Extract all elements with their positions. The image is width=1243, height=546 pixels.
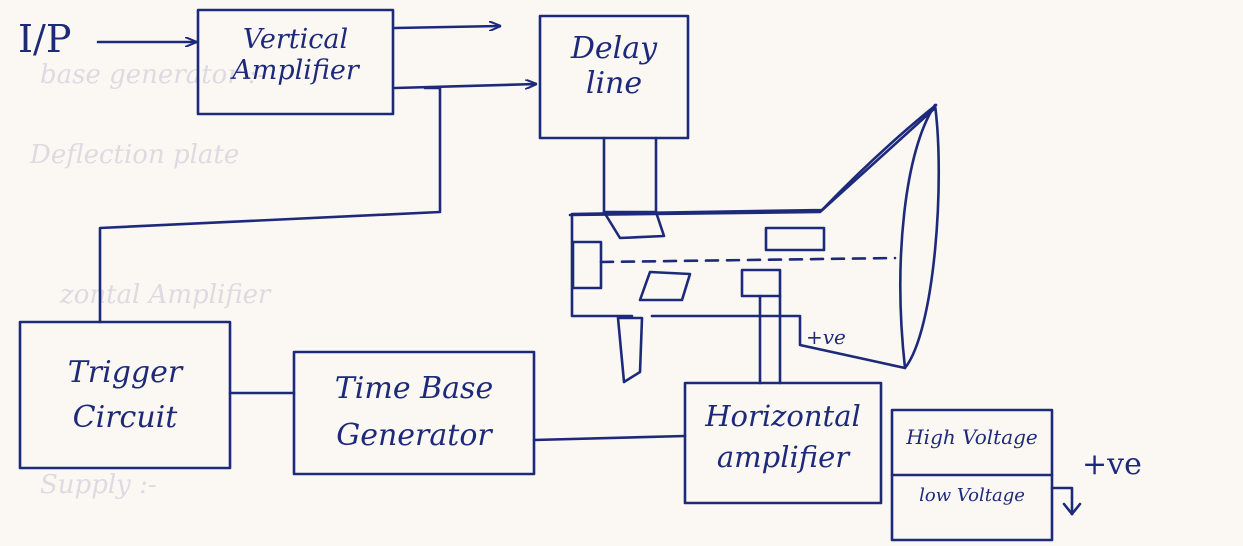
timebase-to-hamp-wire bbox=[534, 436, 685, 440]
output-voltage-label: +ve bbox=[1082, 448, 1142, 483]
crt-lower-stem bbox=[618, 318, 642, 382]
delay-line-label-line-2: line bbox=[540, 67, 688, 102]
horizontal-amplifier-label: Horizontal amplifier bbox=[685, 396, 881, 477]
vertical-deflection-plate-top bbox=[604, 212, 664, 238]
crt-plate-voltage-label: +ve bbox=[806, 326, 846, 349]
trigger-feed-wire bbox=[100, 88, 440, 322]
input-label: I/P bbox=[18, 18, 71, 62]
horizontal-amplifier-label-line-1: Horizontal bbox=[685, 396, 881, 437]
horizontal-deflection-plate-top bbox=[766, 228, 824, 250]
vertical-amplifier-label-line-2: Amplifier bbox=[198, 55, 393, 86]
trigger-circuit-label-line-1: Trigger bbox=[20, 350, 230, 395]
vamp-output-arrow-2 bbox=[395, 84, 536, 88]
vamp-output-arrow-1 bbox=[395, 26, 500, 28]
trigger-circuit-label: Trigger Circuit bbox=[20, 350, 230, 440]
time-base-generator-label-line-1: Time Base bbox=[294, 366, 534, 413]
horizontal-amplifier-label-line-2: amplifier bbox=[685, 437, 881, 478]
time-base-generator-label-line-2: Generator bbox=[294, 413, 534, 460]
vertical-amplifier-label-line-1: Vertical bbox=[198, 24, 393, 55]
electron-gun bbox=[573, 242, 601, 288]
low-voltage-label: low Voltage bbox=[892, 486, 1052, 507]
electron-beam bbox=[601, 258, 895, 262]
trigger-circuit-label-line-2: Circuit bbox=[20, 395, 230, 440]
vertical-amplifier-label: Vertical Amplifier bbox=[198, 24, 393, 86]
time-base-generator-label: Time Base Generator bbox=[294, 366, 534, 459]
high-voltage-label: High Voltage bbox=[892, 426, 1052, 449]
delay-line-label-line-1: Delay bbox=[540, 32, 688, 67]
vertical-deflection-plate-bottom bbox=[640, 272, 690, 300]
crt-neck bbox=[570, 108, 935, 215]
crt-screen bbox=[900, 105, 938, 368]
horizontal-deflection-plate-bottom bbox=[742, 270, 780, 296]
delay-line-label: Delay line bbox=[540, 32, 688, 101]
